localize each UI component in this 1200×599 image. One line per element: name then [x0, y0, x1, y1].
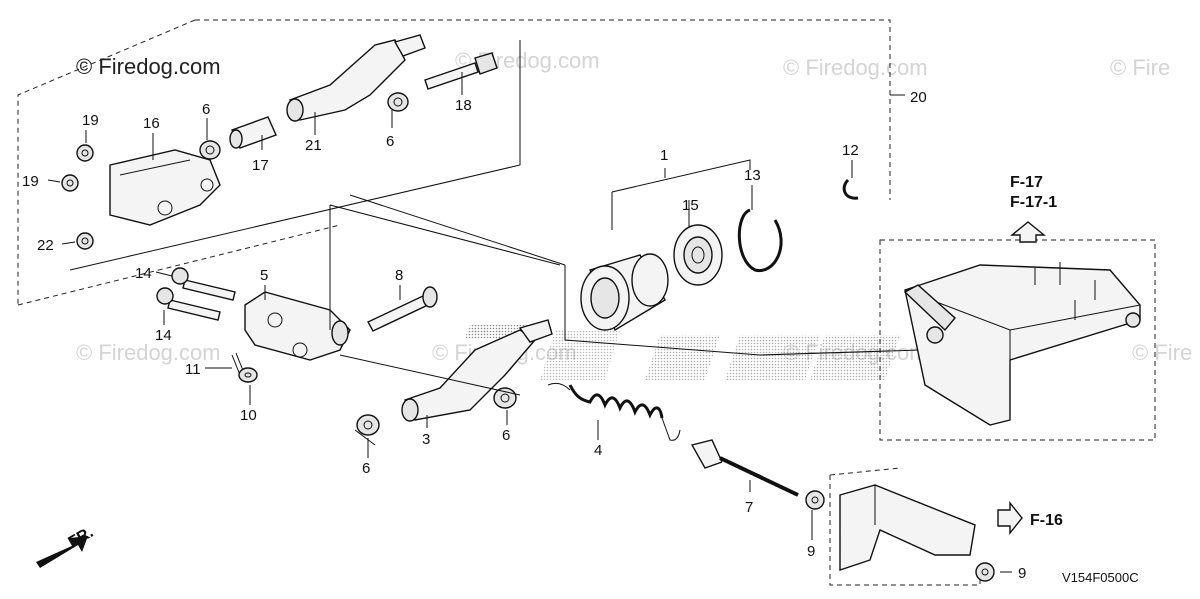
watermark: © Firedog.com [76, 340, 221, 365]
callout-number: 10 [240, 407, 257, 424]
callout-number: 14 [155, 327, 172, 344]
subassembly-box [879, 239, 1156, 441]
assembly-line [339, 354, 521, 396]
callout-number: 16 [143, 115, 160, 132]
callout-number: 13 [744, 167, 761, 184]
watermark-main: © Firedog.com [76, 54, 221, 79]
stopper-part [839, 484, 976, 571]
assembly-line [354, 429, 376, 446]
diagram-code: V154F0500C [1062, 570, 1139, 585]
callout-number: 19 [22, 173, 39, 190]
spring-4 [547, 382, 681, 441]
circlip-13 [737, 208, 783, 272]
ref-arrow-icon [1010, 221, 1046, 243]
deck-frame [903, 262, 1141, 426]
arm-3 [401, 319, 553, 422]
callout-number: 3 [422, 431, 430, 448]
callout-number: 1 [660, 147, 668, 164]
callout-number: 18 [455, 97, 472, 114]
callout-number: 5 [260, 267, 268, 284]
reference-label: F-17 [1010, 174, 1043, 191]
callout-number: 14 [135, 265, 152, 282]
callout-number: 21 [305, 137, 322, 154]
watermark: © Fire [1132, 340, 1192, 365]
collar-6 [493, 387, 517, 409]
nut-22 [76, 232, 94, 250]
roller-1 [580, 253, 669, 332]
reference-label: F-17-1 [1010, 194, 1057, 211]
callout-number: 12 [842, 142, 859, 159]
watermark: © Firedog.com [783, 55, 928, 80]
assembly-line [349, 194, 566, 266]
bolt-14 [171, 267, 236, 301]
bolt-18 [424, 52, 498, 90]
assembly-line [329, 204, 561, 330]
callout-number: 8 [395, 267, 403, 284]
bracket-5 [244, 291, 351, 361]
bolt-14 [156, 287, 221, 321]
adjust-rod-7 [690, 439, 799, 499]
callout-number: 19 [82, 112, 99, 129]
reference-label: F-16 [1030, 512, 1063, 529]
callout-number: 6 [502, 427, 510, 444]
leader-lines [47, 72, 1012, 573]
nut-9 [805, 490, 825, 510]
callout-number: 22 [37, 237, 54, 254]
watermark: © Fire [1110, 55, 1170, 80]
assembly-outline-20 [17, 19, 905, 306]
callout-number: 6 [362, 460, 370, 477]
callout-number: 15 [682, 197, 699, 214]
collar-6 [199, 140, 221, 160]
callout-number: 4 [594, 442, 602, 459]
pin-8 [367, 286, 438, 332]
collar-17 [229, 116, 277, 149]
nut-19 [76, 144, 94, 162]
callout-number: 20 [910, 89, 927, 106]
nut-19 [61, 174, 79, 192]
assembly-line [564, 265, 921, 356]
callout-number: 9 [807, 543, 815, 560]
callout-number: 7 [745, 499, 753, 516]
bearing-15 [673, 224, 723, 286]
callout-bracket [611, 159, 751, 230]
washer-10 [238, 367, 258, 383]
callout-number: 11 [185, 361, 201, 378]
collar-6 [356, 414, 380, 436]
clip-12 [842, 178, 859, 200]
front-arrow-icon [36, 536, 88, 568]
bracket-16 [109, 149, 221, 226]
callout-number: 6 [202, 101, 210, 118]
callout-number: 9 [1018, 565, 1026, 582]
nut-9 [975, 562, 995, 582]
callout-number: 6 [386, 133, 394, 150]
collar-6 [387, 92, 409, 112]
callout-number: 17 [252, 157, 269, 174]
ref-arrow-icon [997, 501, 1023, 535]
